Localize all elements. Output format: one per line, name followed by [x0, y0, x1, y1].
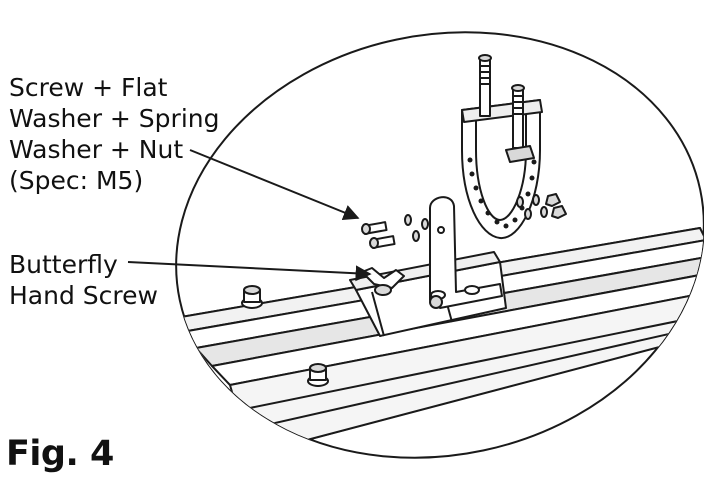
screw-assembly-line-2: Washer + Spring [9, 104, 220, 133]
butterfly-line-1: Butterfly [9, 250, 118, 279]
figure-title: Fig. 4 [6, 434, 114, 474]
screw-upper [361, 221, 388, 235]
washers-and-nuts [404, 193, 567, 242]
mounting-rail [172, 227, 704, 456]
screw-lower [369, 235, 396, 249]
rail-bolt-right [307, 363, 329, 387]
rail-bolt-left [241, 285, 263, 309]
butterfly-label: Butterfly Hand Screw [9, 249, 158, 311]
leader-butterfly [127, 261, 372, 282]
butterfly-screw [361, 267, 405, 296]
screw-assembly-label: Screw + Flat Washer + Spring Washer + Nu… [9, 72, 220, 196]
screw-assembly-line-1: Screw + Flat [9, 73, 168, 102]
u-bracket-bolt-front [505, 84, 535, 163]
screw-assembly-line-3: Washer + Nut [9, 135, 184, 164]
u-bracket-bolt-rear [478, 54, 492, 117]
l-bracket [429, 196, 503, 309]
leader-screw-assembly [189, 149, 360, 221]
screw-assembly-line-4: (Spec: M5) [9, 166, 144, 195]
butterfly-line-2: Hand Screw [9, 281, 158, 310]
